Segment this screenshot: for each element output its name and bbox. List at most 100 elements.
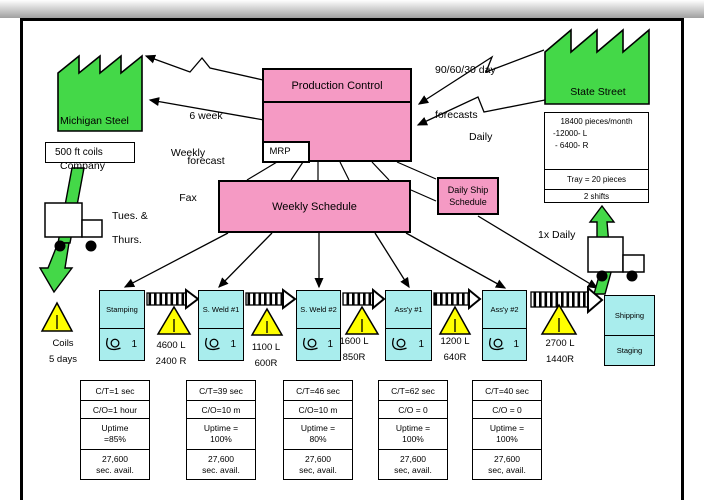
- mrp-box: MRP: [261, 140, 310, 163]
- available-time: 27,600 sec, avail.: [284, 450, 352, 479]
- label-line: Coils: [52, 338, 74, 349]
- uptime: Uptime = 100%: [187, 419, 255, 450]
- daily-ship-line: Schedule: [449, 197, 487, 207]
- operator-row: 1: [483, 329, 526, 353]
- window-top-gradient: [0, 0, 704, 18]
- coils-spec-box: 500 ft coils: [45, 142, 135, 163]
- operator-row: 1: [386, 329, 431, 353]
- inventory-label: 1600 L 850R: [330, 334, 378, 366]
- cycle-time: C/T=62 sec: [379, 381, 447, 401]
- inventory-right-qty: 600R: [254, 358, 278, 369]
- shipping-label: Shipping: [605, 296, 654, 336]
- process-name: S. Weld #1: [199, 291, 243, 329]
- process-box-stamping: Stamping 1: [99, 290, 145, 361]
- label-line: Fax: [179, 192, 197, 204]
- uptime-line: Uptime =: [395, 423, 431, 433]
- inventory-left-qty: 1100 L: [251, 342, 281, 353]
- inventory-label: 1100 L 600R: [242, 340, 290, 372]
- available-time: 27,600 sec. avail.: [187, 450, 255, 479]
- coils-spec-text: 500 ft coils: [55, 147, 103, 158]
- cycle-time: C/T=39 sec: [187, 381, 255, 401]
- inventory-right-qty: 1440R: [546, 354, 574, 365]
- uptime-line: 100%: [402, 434, 424, 444]
- process-box-assy-2: Ass'y #2 1: [482, 290, 527, 361]
- inventory-left-qty: 4600 L: [156, 340, 186, 351]
- operator-icon: [106, 337, 121, 351]
- shipping-staging-box: Shipping Staging: [604, 295, 655, 366]
- weekly-fax-label: Weekly Fax: [164, 116, 212, 236]
- uptime: Uptime = 100%: [379, 419, 447, 450]
- daily-ship-schedule-box: Daily Ship Schedule: [437, 177, 499, 215]
- monthly-demand: 18400 pieces/month: [560, 117, 633, 126]
- avail-line: 27,600: [208, 453, 234, 464]
- uptime-line: Uptime =: [203, 423, 239, 433]
- changeover-time: C/O = 0: [379, 401, 447, 419]
- inventory-right-qty: 640R: [443, 352, 467, 363]
- staging-label: Staging: [616, 346, 643, 355]
- data-box-assy-1: C/T=62 sec C/O = 0 Uptime = 100% 27,600 …: [378, 380, 448, 480]
- avail-line: 27,600: [400, 453, 426, 464]
- cycle-time: C/T=46 sec: [284, 381, 352, 401]
- available-time: 27,600 sec. avail.: [81, 450, 149, 479]
- inventory-left-qty: 1200 L: [440, 336, 470, 347]
- data-box-assy-2: C/T=40 sec C/O = 0 Uptime = 100% 27,600 …: [472, 380, 542, 480]
- changeover-time: C/O=10 m: [187, 401, 255, 419]
- available-time: 27,600 sec, avail.: [379, 450, 447, 479]
- operator-count: 1: [327, 339, 333, 350]
- weekly-schedule-label: Weekly Schedule: [272, 200, 357, 213]
- avail-line: sec, avail.: [488, 464, 526, 475]
- demand-figures: 18400 pieces/month -12000- L - 6400- R: [545, 113, 648, 170]
- operator-icon: [489, 337, 504, 351]
- cycle-time: C/T=40 sec: [473, 381, 541, 401]
- coils-inventory-label: Coils 5 days: [39, 336, 87, 368]
- uptime-line: Uptime =: [489, 423, 525, 433]
- process-name: Stamping: [100, 291, 144, 329]
- day-forecasts-label: 90/60/30 day forecasts: [435, 33, 496, 153]
- operator-count: 1: [131, 339, 137, 350]
- shifts: 2 shifts: [583, 191, 610, 201]
- process-box-assy-1: Ass'y #1 1: [385, 290, 432, 361]
- inventory-label: 4600 L 2400 R: [147, 338, 195, 370]
- factory-label-line: Company: [60, 160, 105, 172]
- mrp-label: MRP: [269, 146, 291, 157]
- uptime-line: 80%: [309, 434, 327, 444]
- factory-label-line: State Street: [570, 86, 626, 98]
- production-control-title: Production Control: [264, 70, 410, 103]
- delivery-days-label-1: Tues. &: [112, 210, 148, 222]
- label-line: forecasts: [435, 109, 478, 121]
- uptime-line: 100%: [210, 434, 232, 444]
- avail-line: sec, avail.: [394, 464, 432, 475]
- process-box-s-weld-2: S. Weld #2 1: [296, 290, 341, 361]
- customer-demand-box: 18400 pieces/month -12000- L - 6400- R T…: [544, 112, 649, 203]
- cycle-time: C/T=1 sec: [81, 381, 149, 401]
- label-line: Weekly: [170, 147, 206, 159]
- data-box-stamping: C/T=1 sec C/O=1 hour Uptime =85% 27,600 …: [80, 380, 150, 480]
- factory-label-supplier: Michigan Steel Company: [60, 84, 144, 204]
- label-line: 6 week: [189, 110, 223, 122]
- operator-count: 1: [230, 339, 236, 350]
- uptime-line: =85%: [104, 434, 126, 444]
- process-box-s-weld-1: S. Weld #1 1: [198, 290, 244, 361]
- factory-label-line: Michigan Steel: [60, 115, 129, 127]
- operator-icon: [303, 337, 318, 351]
- uptime: Uptime =85%: [81, 419, 149, 450]
- ship-frequency-label: 1x Daily: [538, 229, 576, 241]
- changeover-time: C/O=1 hour: [81, 401, 149, 419]
- operator-row: 1: [100, 329, 144, 353]
- inventory-left-qty: 2700 L: [545, 338, 575, 349]
- label-line: Daily: [469, 131, 493, 143]
- inventory-label: 2700 L 1440R: [536, 336, 584, 368]
- label-line: 5 days: [49, 354, 77, 365]
- avail-line: 27,600: [305, 453, 331, 464]
- label-line: 90/60/30 day: [435, 64, 496, 76]
- tray-size: Tray = 20 pieces: [545, 170, 648, 190]
- operator-row: 1: [297, 329, 340, 353]
- inventory-left-qty: 1600 L: [339, 336, 369, 347]
- changeover-time: C/O = 0: [473, 401, 541, 419]
- process-name: S. Weld #2: [297, 291, 340, 329]
- uptime-line: Uptime =: [300, 423, 336, 433]
- changeover-time: C/O=10 m: [284, 401, 352, 419]
- avail-line: sec. avail.: [202, 464, 240, 475]
- right-parts-demand: - 6400- R: [555, 141, 589, 150]
